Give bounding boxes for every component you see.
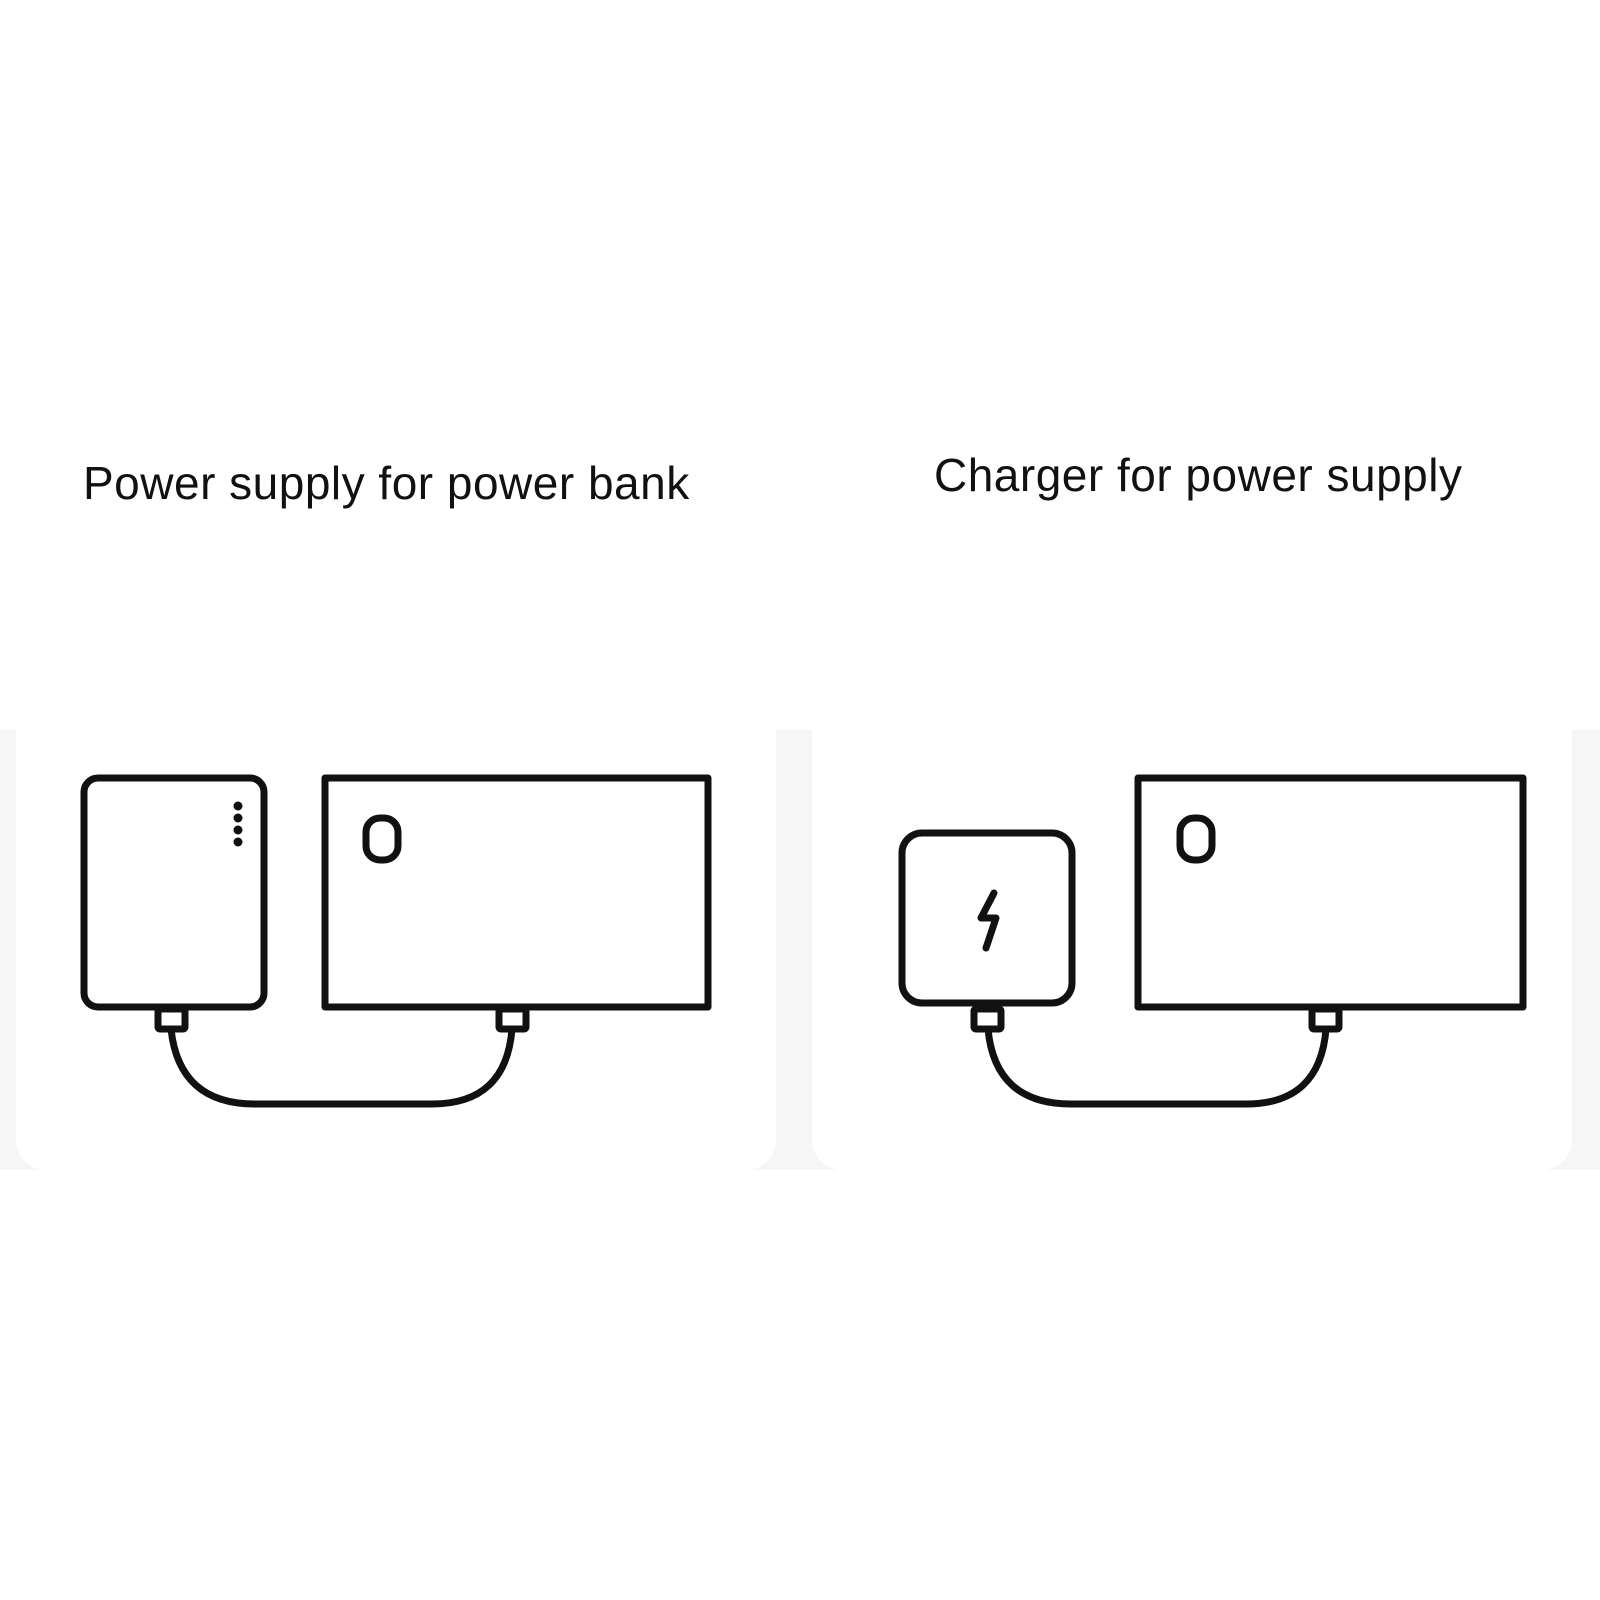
wall-charger-device [898,829,1076,1007]
power-button-icon [362,814,402,864]
right-panel [812,730,1572,1170]
power-button-icon [1176,814,1216,864]
caption-power-bank: Power supply for power bank [83,457,690,509]
lightning-bolt-icon [977,889,1000,952]
diagram-power-bank [80,774,712,1108]
cable-line [167,1025,516,1108]
diagram-charger [898,774,1527,1108]
caption-charger: Charger for power supply [934,449,1463,501]
power-supply-device [321,774,712,1011]
left-panel [16,730,776,1170]
power-supply-device [1134,774,1527,1011]
battery-indicator-dots-icon [233,801,243,847]
cable-line [984,1025,1330,1108]
power-bank-device [80,774,268,1011]
